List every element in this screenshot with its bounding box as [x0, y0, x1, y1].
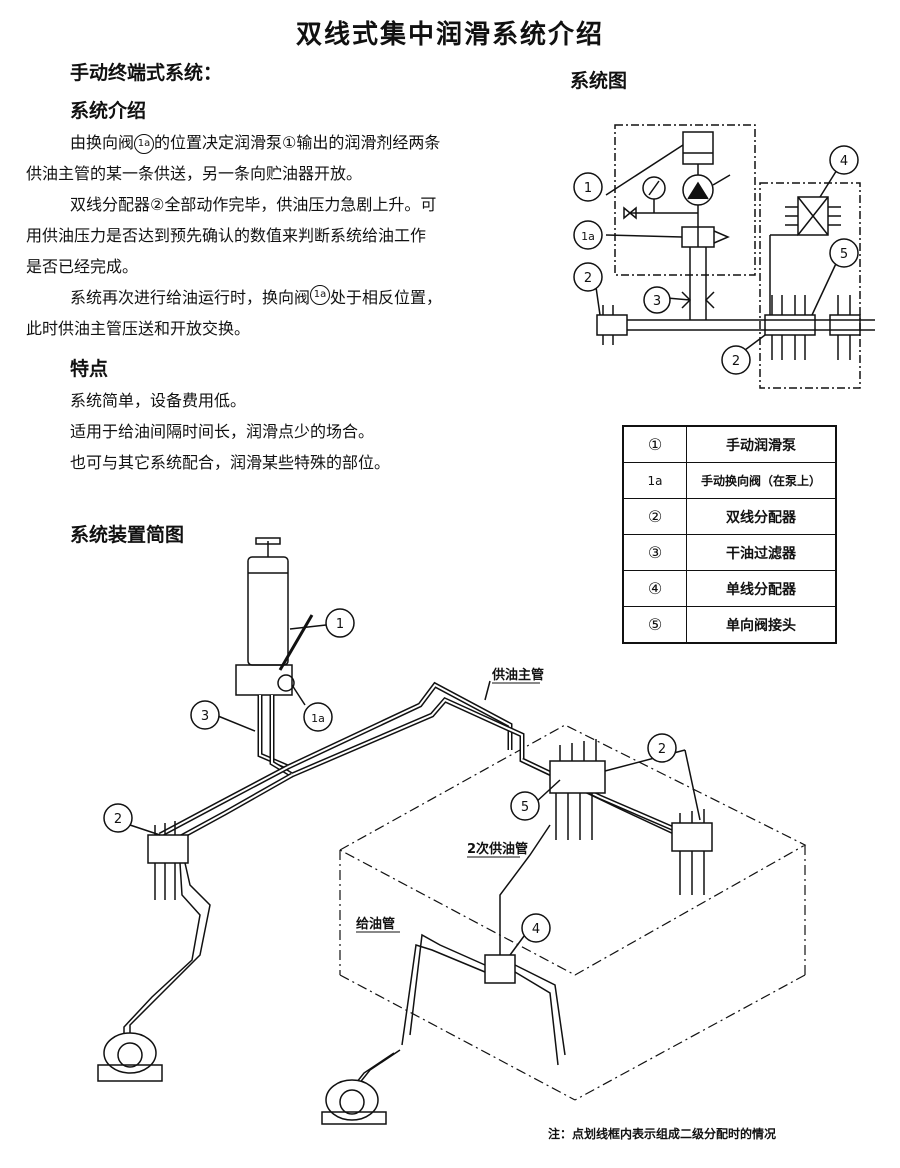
reversing-valve-body — [277, 674, 295, 692]
intro-line: 供油主管的某一条供送，另一条向贮油器开放。 — [26, 164, 363, 183]
schematic-label: 2 — [732, 354, 740, 369]
legend-label: 单向阀接头 — [686, 606, 837, 644]
intro-line: 是否已经完成。 — [26, 257, 139, 276]
dual-distributor-left — [147, 834, 189, 864]
pump-handle — [278, 614, 314, 671]
schematic-label: 4 — [840, 154, 848, 169]
legend-symbol: ④ — [622, 570, 687, 607]
section-features-heading: 特点 — [70, 358, 109, 380]
features-list: 系统简单，设备费用低。 适用于给油间隔时间长，润滑点少的场合。 也可与其它系统配… — [70, 385, 530, 478]
system-schematic: 1 1a 2 3 2 4 5 — [573, 124, 875, 389]
schematic-label: 5 — [840, 247, 848, 262]
label-circle-2 — [647, 733, 677, 763]
intro-line: 用供油压力是否达到预先确认的数值来判断系统给油工作 — [26, 226, 427, 245]
layout-diagram: 1 1a 3 2 2 5 4 供油主管 2次供油管 给油管 — [97, 537, 807, 1125]
label-circle-2 — [573, 262, 603, 292]
layout-label: 2 — [658, 742, 666, 757]
legend-label: 手动换向阀（在泵上） — [686, 462, 837, 499]
dual-distributor — [829, 314, 861, 336]
intro-line: 的位置决定润滑泵①输出的润滑剂经两条 — [154, 133, 441, 152]
label-circle-3 — [643, 286, 671, 314]
intro-line: 系统再次进行给油运行时，换向阀 — [70, 288, 311, 307]
layout-label: 1 — [336, 617, 344, 632]
pump-reservoir — [682, 131, 714, 165]
bearing-housing-right — [325, 1079, 379, 1121]
label-circle-2 — [721, 345, 751, 375]
layout-label: 4 — [532, 922, 540, 937]
intro-line: 由换向阀 — [70, 133, 135, 152]
legend-label: 单线分配器 — [686, 570, 837, 607]
feature-item: 系统简单，设备费用低。 — [70, 391, 247, 410]
intro-line: 双线分配器②全部动作完毕，供油压力急剧上升。可 — [70, 195, 437, 214]
label-circle-5 — [829, 238, 859, 268]
legend-symbol: ① — [622, 425, 687, 463]
intro-line: 此时供油主管压送和开放交换。 — [26, 319, 251, 338]
legend-label: 干油过滤器 — [686, 534, 837, 571]
label-circle-4 — [829, 145, 859, 175]
schematic-label: 3 — [653, 294, 661, 309]
intro-line: 处于相反位置， — [330, 288, 443, 307]
label-circle-1a — [573, 220, 603, 250]
bearing-base-left — [97, 1064, 163, 1082]
label-circle-2 — [103, 803, 133, 833]
drain-valve — [623, 206, 637, 220]
schematic-label: 1a — [581, 230, 595, 243]
section-manual-heading: 手动终端式系统： — [70, 62, 223, 84]
label-circle-3 — [190, 700, 220, 730]
bearing-base-right — [321, 1111, 387, 1125]
valve-mark: 1a — [134, 133, 155, 154]
schematic-label: 2 — [584, 271, 592, 286]
dual-distributor — [764, 314, 816, 336]
feature-item: 也可与其它系统配合，润滑某些特殊的部位。 — [70, 453, 391, 472]
section-layout-heading: 系统装置简图 — [70, 524, 185, 546]
secondary-pipe-label: 2次供油管 — [467, 841, 528, 857]
legend-symbol: 1a — [622, 462, 687, 499]
section-intro-heading: 系统介绍 — [70, 100, 147, 122]
footnote: 注：点划线框内表示组成二级分配时的情况 — [548, 1127, 777, 1141]
label-circle-1 — [325, 608, 355, 638]
pump-cap — [255, 537, 281, 545]
main-pipe-label: 供油主管 — [491, 667, 544, 683]
legend-label: 手动润滑泵 — [686, 425, 837, 463]
legend-symbol: ② — [622, 498, 687, 535]
dual-distributor-right — [671, 822, 713, 852]
layout-label: 2 — [114, 812, 122, 827]
dual-distributor — [596, 314, 628, 336]
pump-base — [235, 664, 293, 696]
dual-distributor-center — [549, 760, 606, 794]
legend-symbol: ⑤ — [622, 606, 687, 644]
label-circle-5 — [510, 791, 540, 821]
layout-label: 1a — [311, 712, 325, 725]
label-circle-4 — [521, 913, 551, 943]
single-line-distributor — [484, 954, 516, 984]
schematic-label: 1 — [584, 181, 592, 196]
bearing-housing-left — [103, 1032, 157, 1074]
label-circle-1a — [303, 702, 333, 732]
section-schematic-heading: 系统图 — [570, 70, 628, 92]
feed-pipe-label: 给油管 — [356, 916, 395, 932]
label-circle-1 — [573, 172, 603, 202]
feature-item: 适用于给油间隔时间长，润滑点少的场合。 — [70, 422, 375, 441]
layout-label: 5 — [521, 800, 529, 815]
valve-mark: 1a — [310, 284, 331, 305]
page-title: 双线式集中润滑系统介绍 — [295, 20, 604, 50]
layout-label: 3 — [201, 709, 209, 724]
legend-label: 双线分配器 — [686, 498, 837, 535]
